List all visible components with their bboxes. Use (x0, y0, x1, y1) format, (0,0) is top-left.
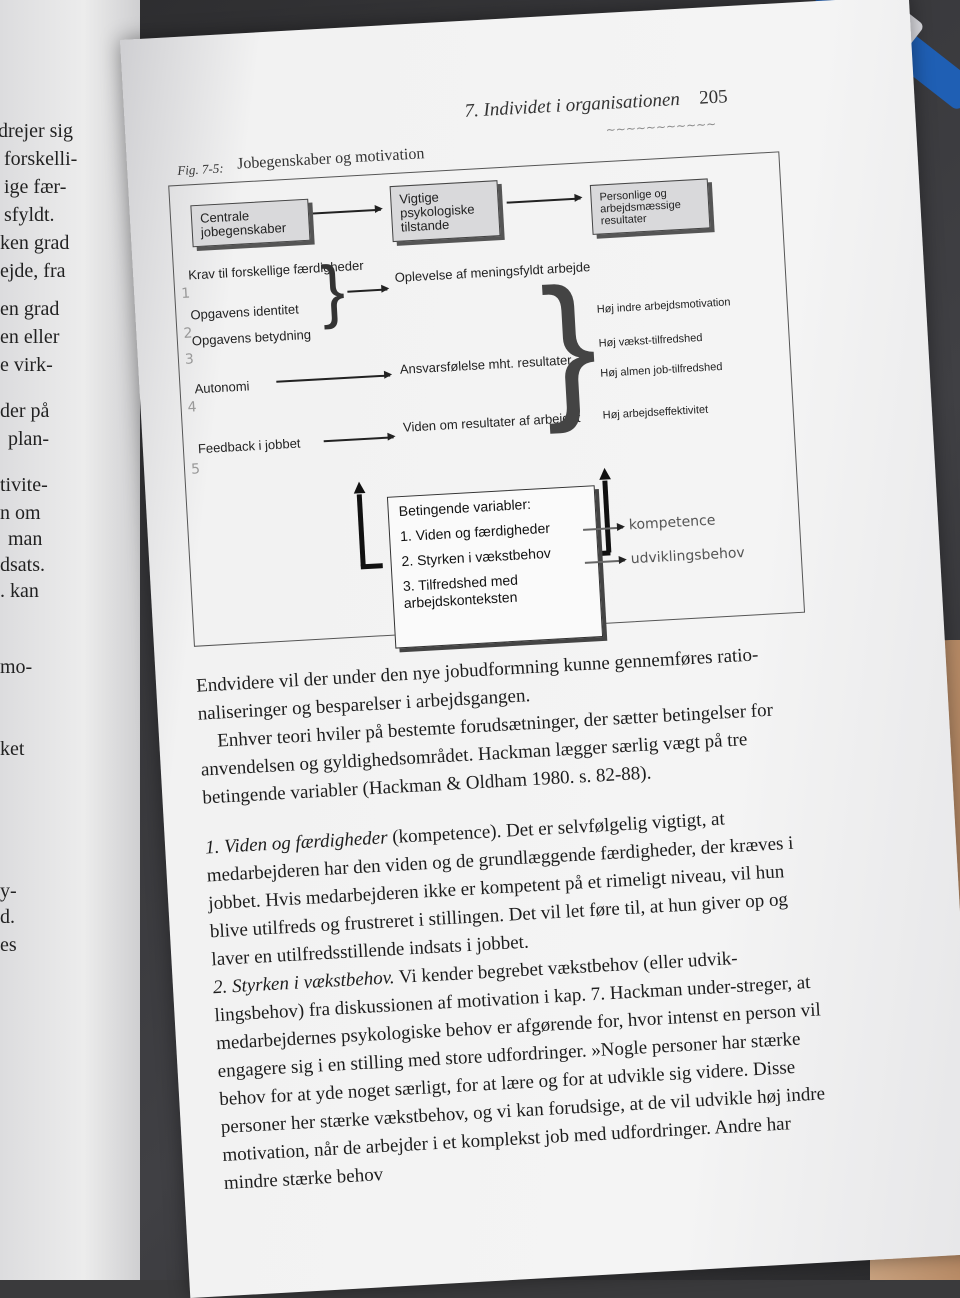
list-number: 2. (212, 976, 228, 999)
list-number: 1. (204, 836, 221, 859)
handwritten-number: 1 (180, 285, 191, 302)
col3-header-box: Personlige og arbejdsmæssige resultater (589, 178, 711, 235)
left-fragment: . kan (0, 580, 39, 602)
conditions-title: Betingende variabler: (398, 495, 532, 520)
job-property-2: Opgavens identitet (190, 301, 300, 323)
handwritten-note: ~~~~~~~~~~~ (605, 116, 717, 138)
col2-header-box: Vigtige psykologiske tilstande (389, 180, 501, 243)
conditions-box: Betingende variabler: 1. Viden og færdig… (386, 485, 604, 649)
left-fragment: tivite- (0, 474, 48, 496)
left-fragment: ige fær- (4, 176, 67, 198)
body-text: Endvidere vil der under den nye jobudfor… (195, 639, 833, 1198)
left-page: drejer sig forskelli- ige fær- sfyldt. k… (0, 0, 140, 1280)
result-1: Høj indre arbejdsmotivation (596, 296, 731, 316)
condition-1: 1. Viden og færdigheder (399, 519, 551, 545)
handwritten-note-kompetence: kompetence (628, 512, 716, 534)
page-number: 205 (698, 86, 729, 109)
left-fragment: y- (0, 880, 17, 902)
condition-2: 2. Styrken i vækstbehov (401, 544, 552, 570)
arrow-autonomy (276, 374, 391, 383)
up-arrow-right: ▲ (594, 462, 616, 486)
handwritten-number: 4 (187, 399, 197, 416)
list-item-title: Viden og færdigheder (223, 827, 389, 858)
book-page: 7. Individet i organisationen 205 Fig. 7… (120, 0, 960, 1298)
figure-diagram: Centrale jobegenskaber Vigtige psykologi… (168, 151, 806, 649)
left-fragment: d. (0, 906, 15, 928)
left-fragment: sfyldt. (4, 204, 55, 226)
result-3: Høj almen job-tilfredshed (600, 360, 723, 380)
list-item-title: Styrken i vækstbehov. (231, 967, 396, 998)
left-fragment: forskelli- (4, 148, 78, 170)
left-fragment: man (8, 528, 43, 550)
job-property-3: Opgavens betydning (191, 326, 312, 349)
page-content: 7. Individet i organisationen 205 Fig. 7… (162, 43, 846, 1236)
left-fragment: dsats. (0, 554, 45, 576)
left-fragment: ket (0, 738, 25, 760)
left-fragment: mo- (0, 656, 33, 678)
col1-header-box: Centrale jobegenskaber (190, 198, 311, 248)
handwritten-number: 2 (183, 325, 193, 342)
header-arrow-1 (312, 208, 381, 214)
left-fragment: ken grad (0, 232, 70, 254)
handwritten-number: 3 (184, 351, 195, 368)
left-fragment: plan- (8, 428, 50, 450)
brace-left: } (319, 250, 347, 331)
left-fragment: es (0, 934, 17, 956)
figure-label: Fig. 7-5: (176, 160, 224, 178)
arrow-feedback (323, 436, 394, 442)
running-header: 7. Individet i organisationen (463, 88, 681, 122)
feedback-line-right (602, 480, 612, 553)
list-item-2: 2. Styrken i vækstbehov. Vi kender begre… (212, 940, 834, 1198)
left-fragment: der på (0, 400, 50, 422)
left-fragment: n om (0, 502, 41, 524)
figure-title: Jobegenskaber og motivation (236, 145, 425, 173)
left-fragment: en grad (0, 298, 60, 320)
left-fragment: ejde, fra (0, 260, 66, 282)
left-fragment: e virk- (0, 354, 53, 376)
left-fragment: en eller (0, 326, 60, 348)
job-property-4: Autonomi (194, 378, 250, 397)
handwritten-note-udviklingsbehov: udviklingsbehov (630, 544, 746, 568)
handwritten-number: 5 (190, 461, 201, 478)
brace-right: } (537, 253, 602, 435)
condition-3: 3. Tilfredshed med arbejdskonteksten (402, 571, 519, 612)
left-fragment: drejer sig (0, 120, 73, 142)
result-2: Høj vækst-tilfredshed (598, 331, 703, 350)
feedback-line-left (356, 494, 366, 567)
job-property-5: Feedback i jobbet (197, 435, 301, 457)
feedback-line-left-foot (360, 563, 383, 570)
arrow-meaning (347, 288, 388, 293)
result-4: Høj arbejdseffektivitet (602, 403, 709, 422)
up-arrow-left: ▲ (348, 475, 370, 499)
header-arrow-2 (506, 197, 581, 204)
